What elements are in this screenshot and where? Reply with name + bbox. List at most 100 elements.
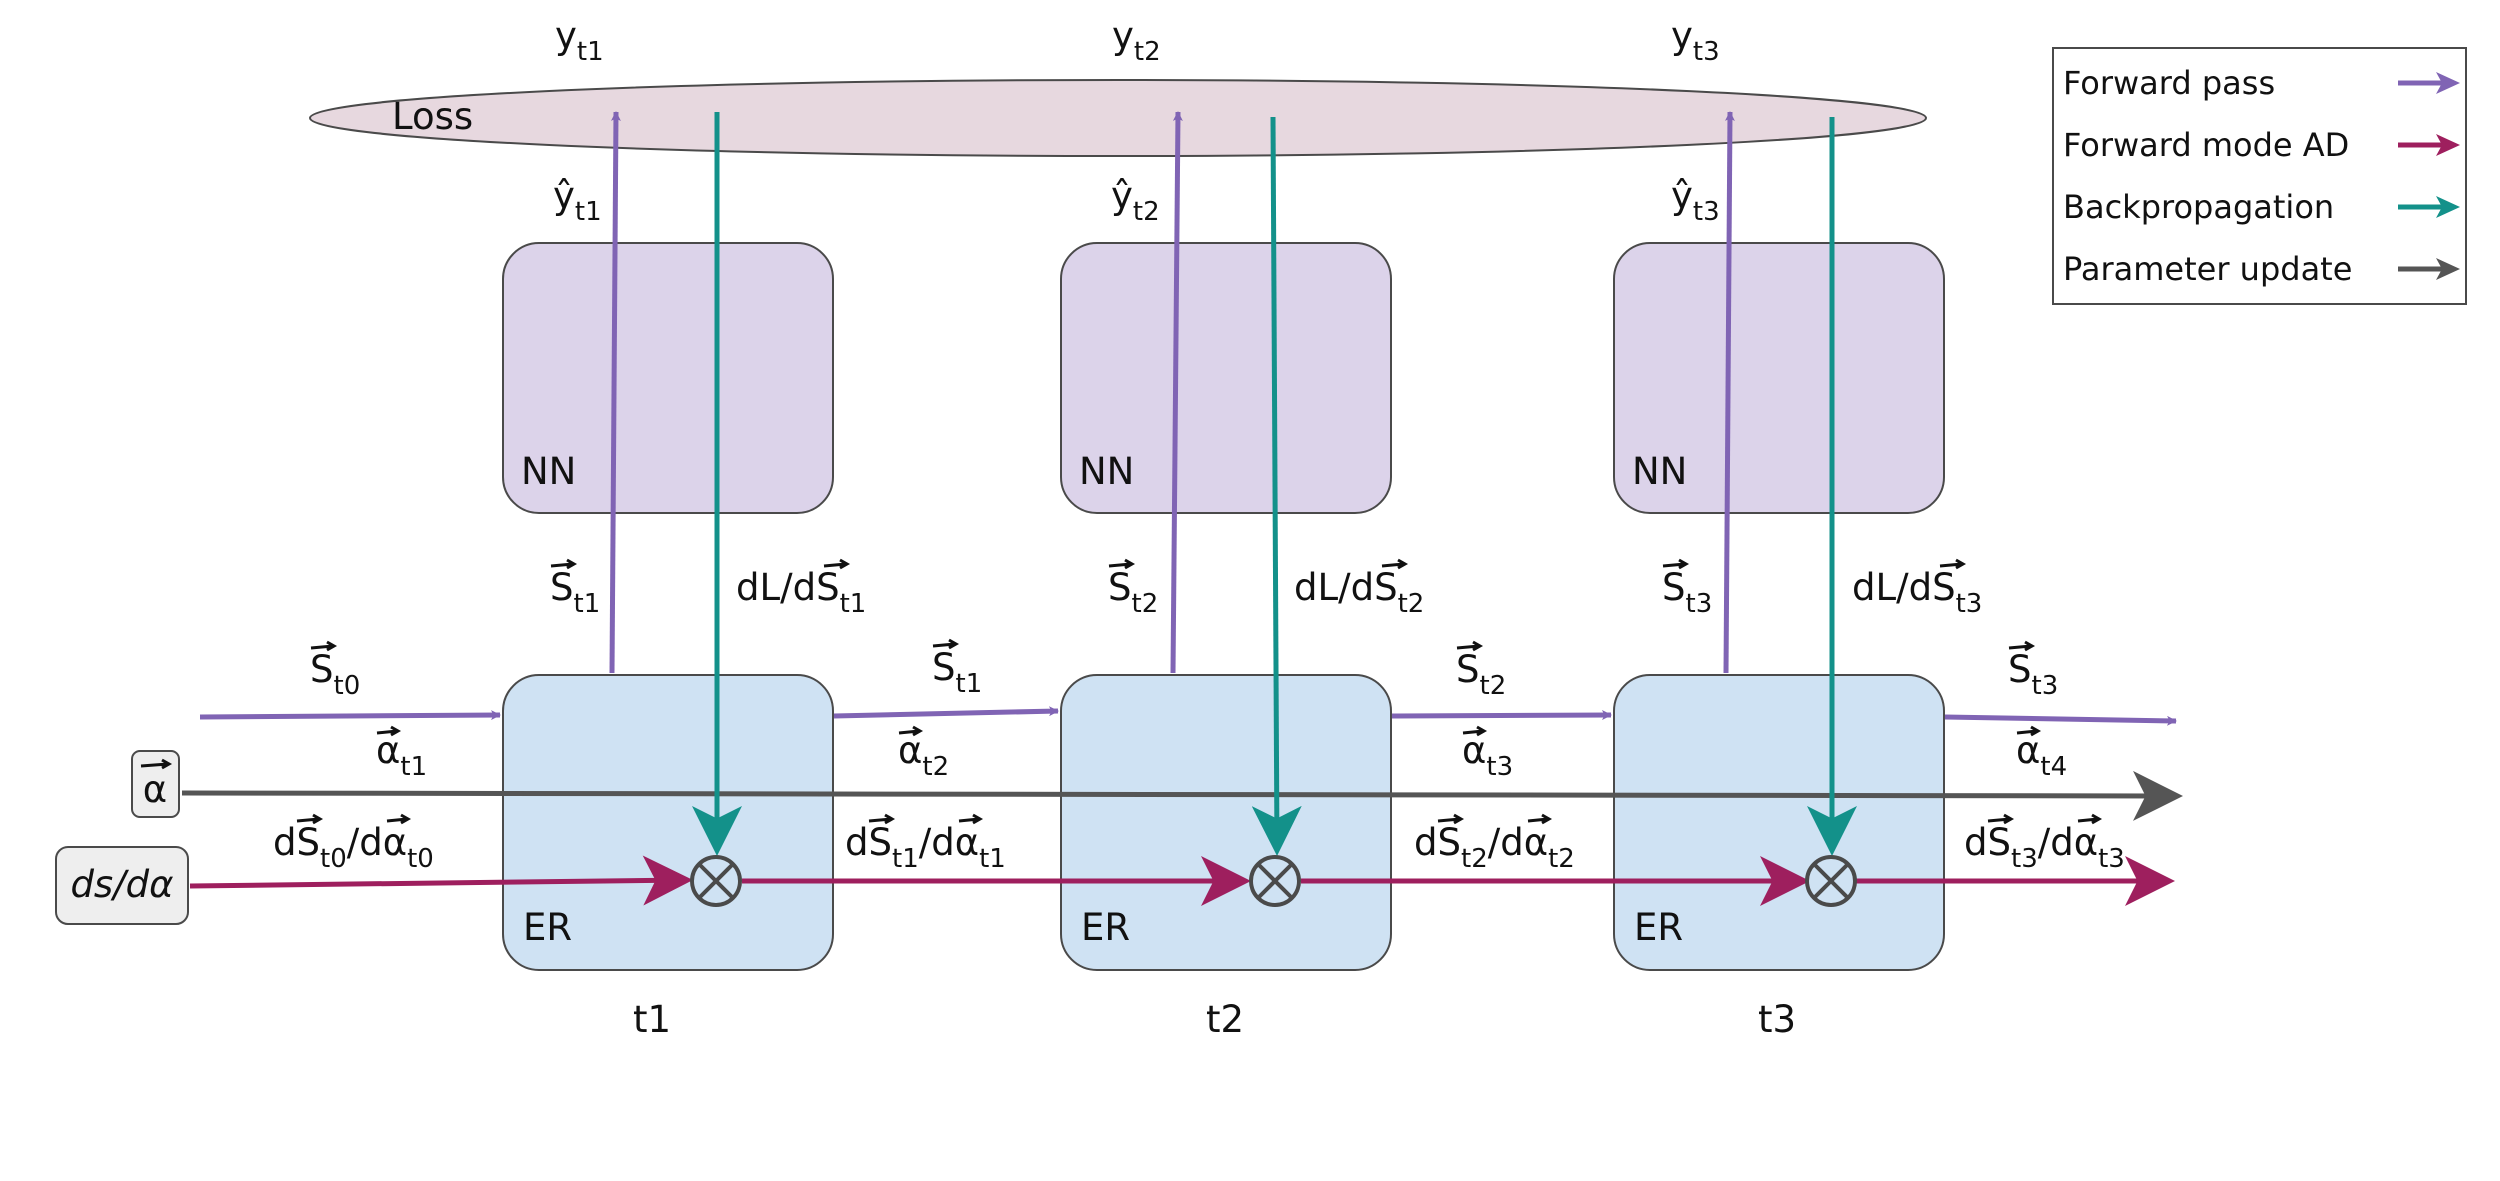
alpha-input-label: α	[143, 768, 167, 811]
loss-ellipse	[309, 79, 1927, 157]
state-up-label-t2-text: St2	[1108, 566, 1158, 619]
vector-arrow-accent-icon	[1939, 558, 1967, 570]
vector-arrow-accent-icon	[376, 725, 402, 737]
dl-ds-label-t3: dL/dSt3	[1852, 558, 1982, 619]
parameter-update-flow	[181, 770, 2183, 821]
vector-arrow-accent-icon	[1527, 813, 1553, 825]
state-flow-label-t1-text: St1	[932, 646, 982, 699]
yhat-label-t3-text: ŷt3	[1671, 174, 1720, 227]
state-flow-label-t1: St1	[932, 638, 982, 699]
alpha-flow-label-t1-text: αt1	[376, 729, 427, 782]
alpha-flow-label-t4: αt4	[2016, 725, 2067, 782]
deriv-input: ds/dα	[55, 846, 189, 925]
legend-label: Backpropagation	[2063, 188, 2334, 226]
circled-times-icon	[1249, 855, 1301, 907]
yhat-label-t2: ŷt2	[1111, 174, 1160, 227]
state-up-label-t1-text: St1	[550, 566, 600, 619]
alpha-input-box	[131, 750, 180, 818]
state-arrow-out	[1944, 714, 2177, 726]
alpha-flow-label-t3-text: αt3	[1462, 729, 1513, 782]
time-label-t1: t1	[633, 998, 671, 1041]
er-box-t2	[1060, 674, 1392, 971]
vector-arrow-accent-icon	[550, 558, 578, 570]
legend-arrow-head-icon	[2436, 72, 2460, 94]
vector-arrow-accent-icon	[1662, 558, 1690, 570]
legend-label: Forward mode AD	[2063, 126, 2349, 164]
vector-arrow-accent-icon	[1987, 813, 2015, 825]
vector-arrow-accent-icon	[140, 758, 173, 770]
state-up-label-t3: St3	[1662, 558, 1712, 619]
state-up-label-t1: St1	[550, 558, 600, 619]
vector-arrow-accent-icon	[958, 813, 984, 825]
legend-label: Forward pass	[2063, 64, 2275, 102]
state-flow-label-t3: St3	[2008, 640, 2058, 701]
yhat-label-t3: ŷt3	[1671, 174, 1720, 227]
circled-times-icon	[1805, 855, 1857, 907]
y-label-t2-text: yt2	[1112, 14, 1161, 67]
state-to-nn-arrow-t3	[1723, 111, 1735, 674]
time-label-t2: t2	[1206, 998, 1244, 1041]
dl-ds-label-t3-text: dL/dSt3	[1852, 566, 1982, 619]
backprop-arrow-t2	[1251, 116, 1302, 856]
yhat-label-t2-text: ŷt2	[1111, 174, 1160, 227]
state-up-label-t2: St2	[1108, 558, 1158, 619]
state-up-label-t3-text: St3	[1662, 566, 1712, 619]
parameter-update-arrow	[181, 770, 2183, 821]
legend-box	[2052, 47, 2467, 305]
vector-arrow-accent-icon	[932, 638, 960, 650]
nn-box-t2	[1060, 242, 1392, 514]
vector-arrow-accent-icon	[2008, 640, 2036, 652]
state-to-nn-arrow-t1	[609, 111, 621, 674]
nn-box-t3	[1613, 242, 1945, 514]
y-label-t1-text: yt1	[555, 14, 604, 67]
deriv-flow-label-t1: dSt1/dαt1	[845, 813, 1006, 874]
deriv-flow-label-t3: dSt3/dαt3	[1964, 813, 2125, 874]
legend-item-forward-pass: Forward pass	[2063, 64, 2460, 102]
vector-arrow-accent-icon	[310, 640, 338, 652]
alpha-input: α	[131, 750, 180, 818]
state-to-nn-arrow-t2	[1170, 111, 1183, 674]
state-flow-label-t3-text: St3	[2008, 648, 2058, 701]
state-flow-label-t2: St2	[1456, 640, 1506, 701]
legend-label: Parameter update	[2063, 250, 2352, 288]
er-label-t2: ER	[1081, 906, 1130, 949]
nn-label-t2: NN	[1079, 450, 1134, 493]
vector-arrow-accent-icon	[296, 813, 324, 825]
vector-arrow-accent-icon	[2016, 725, 2042, 737]
timestep-block-t3: NN ER t3	[1613, 242, 1945, 1041]
vector-arrow-accent-icon	[823, 558, 851, 570]
deriv-flow-label-t0: dSt0/dαt0	[273, 813, 434, 874]
alpha-flow-label-t4-text: αt4	[2016, 729, 2067, 782]
vector-arrow-accent-icon	[1108, 558, 1136, 570]
yhat-label-t1-text: ŷt1	[553, 174, 602, 227]
deriv-flow-label-t1-text: dSt1/dαt1	[845, 821, 1006, 874]
multiply-nodes	[690, 855, 1857, 907]
vector-arrow-accent-icon	[898, 725, 924, 737]
legend-arrow-head-icon	[2436, 134, 2460, 156]
er-label-t3: ER	[1634, 906, 1683, 949]
legend-arrow-head-icon	[2436, 196, 2460, 218]
alpha-flow-label-t2-text: αt2	[898, 729, 949, 782]
dl-ds-label-t2: dL/dSt2	[1294, 558, 1424, 619]
alpha-flow-label-t2: αt2	[898, 725, 949, 782]
circled-times-icon	[690, 855, 742, 907]
er-box-t3	[1613, 674, 1945, 971]
deriv-input-label: ds/dα	[70, 863, 173, 906]
y-label-t3: yt3	[1671, 14, 1720, 67]
deriv-arrow-in	[189, 855, 693, 906]
legend-item-forward-ad: Forward mode AD	[2063, 126, 2460, 164]
deriv-flow-label-t2-text: dSt2/dαt2	[1414, 821, 1575, 874]
nn-box-t1	[502, 242, 834, 514]
alpha-flow-label-t1: αt1	[376, 725, 427, 782]
legend-item-param-update: Parameter update	[2063, 250, 2460, 288]
forward-pass-flow	[199, 111, 2177, 726]
forward-ad-flow	[189, 855, 2175, 906]
alpha-flow-label-t3: αt3	[1462, 725, 1513, 782]
deriv-flow-label-t0-text: dSt0/dαt0	[273, 821, 434, 874]
vector-arrow-accent-icon	[386, 813, 412, 825]
dl-ds-label-t2-text: dL/dSt2	[1294, 566, 1424, 619]
nn-label-t3: NN	[1632, 450, 1687, 493]
vector-arrow-accent-icon	[1437, 813, 1465, 825]
time-label-t3: t3	[1758, 998, 1796, 1041]
vector-arrow-accent-icon	[2077, 813, 2103, 825]
